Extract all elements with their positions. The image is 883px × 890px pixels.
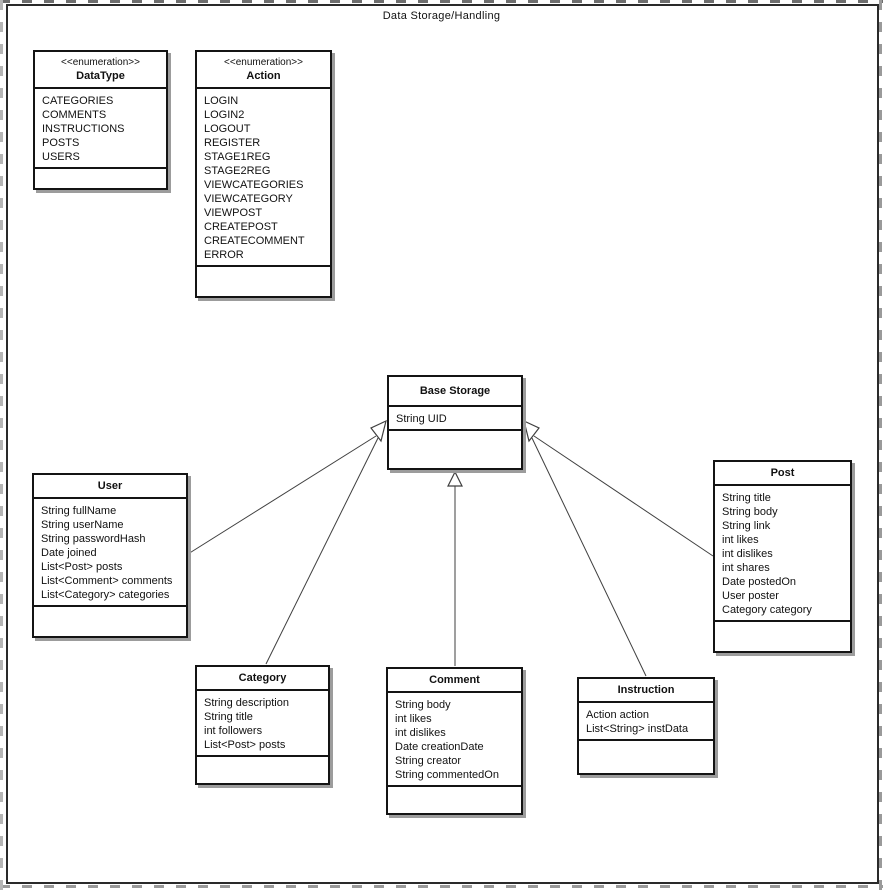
enum-action-stereotype: <<enumeration>> — [224, 57, 303, 68]
attribute-line: COMMENTS — [42, 109, 107, 121]
attribute-line: List<Post> posts — [204, 739, 286, 751]
attribute-line: String creator — [395, 755, 462, 767]
class-base-storage-header: Base Storage — [389, 377, 521, 407]
attribute-line: int dislikes — [722, 548, 773, 560]
page-boundary-dashes-right — [879, 0, 882, 890]
attribute-line: VIEWCATEGORIES — [204, 179, 304, 191]
attribute-line: Date creationDate — [395, 741, 484, 753]
attribute-line: List<String> instData — [586, 723, 689, 735]
attribute-line: String body — [395, 699, 451, 711]
attribute-line: LOGIN — [204, 95, 239, 107]
enum-datatype-header: <<enumeration>> DataType — [35, 52, 166, 89]
class-instruction-name: Instruction — [617, 684, 675, 696]
attribute-line: STAGE1REG — [204, 151, 271, 163]
attribute-line: String title — [722, 492, 771, 504]
attribute-line: POSTS — [42, 137, 80, 149]
attribute-line: List<Comment> comments — [41, 575, 173, 587]
class-category-name: Category — [238, 672, 287, 684]
class-instruction-header: Instruction — [579, 679, 713, 703]
attribute-line: List<Category> categories — [41, 589, 170, 601]
attribute-line: LOGIN2 — [204, 109, 245, 121]
attribute-line: String fullName — [41, 505, 117, 517]
attribute-line: CREATEPOST — [204, 221, 278, 233]
page-boundary-dashes-top — [0, 0, 883, 3]
page-boundary-dashes-left — [0, 0, 3, 890]
attribute-line: VIEWCATEGORY — [204, 193, 293, 205]
class-category-empty-compartment — [197, 755, 328, 783]
attribute-line: Action action — [586, 709, 649, 721]
attribute-line: String title — [204, 711, 253, 723]
enum-datatype-values: CATEGORIES COMMENTS INSTRUCTIONS POSTS USERS — [35, 89, 166, 167]
class-base-storage-attributes: String UID — [389, 407, 521, 429]
enum-datatype[interactable]: <<enumeration>> DataType CATEGORIES COMME… — [33, 50, 168, 190]
class-post-name: Post — [770, 467, 795, 479]
class-comment[interactable]: Comment String body int likes int dislikes… — [386, 667, 523, 815]
enum-datatype-stereotype: <<enumeration>> — [61, 57, 140, 68]
attribute-line: STAGE2REG — [204, 165, 271, 177]
class-base-storage[interactable]: Base Storage String UID — [387, 375, 523, 470]
enum-datatype-empty-compartment — [35, 167, 166, 188]
attribute-line: ERROR — [204, 249, 244, 261]
enum-action-header: <<enumeration>> Action — [197, 52, 330, 89]
attribute-line: INSTRUCTIONS — [42, 123, 125, 135]
attribute-line: String commentedOn — [395, 769, 499, 781]
attribute-line: Date joined — [41, 547, 97, 559]
diagram-title: Data Storage/Handling — [382, 10, 501, 22]
attribute-line: CREATECOMMENT — [204, 235, 305, 247]
attribute-line: VIEWPOST — [204, 207, 263, 219]
class-comment-empty-compartment — [388, 785, 521, 813]
class-instruction-empty-compartment — [579, 739, 713, 773]
attribute-line: String body — [722, 506, 778, 518]
attribute-line: LOGOUT — [204, 123, 251, 135]
attribute-line: int likes — [722, 534, 759, 546]
attribute-line: int shares — [722, 562, 770, 574]
class-base-storage-name: Base Storage — [419, 385, 491, 397]
attribute-line: String link — [722, 520, 771, 532]
attribute-line: REGISTER — [204, 137, 261, 149]
attribute-line: String UID — [396, 413, 447, 425]
class-user-empty-compartment — [34, 605, 186, 636]
attribute-line: CATEGORIES — [42, 95, 114, 107]
attribute-line: User poster — [722, 590, 779, 602]
page-boundary-dashes-bottom — [0, 885, 883, 888]
attribute-line: int dislikes — [395, 727, 446, 739]
attribute-line: String passwordHash — [41, 533, 146, 545]
class-category-header: Category — [197, 667, 328, 691]
attribute-line: int likes — [395, 713, 432, 725]
enum-datatype-name: DataType — [76, 70, 125, 82]
attribute-line: Category category — [722, 604, 812, 616]
enum-action-empty-compartment — [197, 265, 330, 296]
attribute-line: String userName — [41, 519, 124, 531]
attribute-line: Date postedOn — [722, 576, 796, 588]
class-user-header: User — [34, 475, 186, 499]
attribute-line: USERS — [42, 151, 80, 163]
class-base-storage-empty-compartment — [389, 429, 521, 468]
class-user-name: User — [97, 480, 123, 492]
attribute-line: int followers — [204, 725, 263, 737]
class-post-header: Post — [715, 462, 850, 486]
class-comment-name: Comment — [429, 674, 480, 686]
attribute-line: List<Post> posts — [41, 561, 123, 573]
class-post-empty-compartment — [715, 620, 850, 651]
attribute-line: String description — [204, 697, 289, 709]
class-comment-header: Comment — [388, 669, 521, 693]
enum-action-name: Action — [246, 70, 281, 82]
